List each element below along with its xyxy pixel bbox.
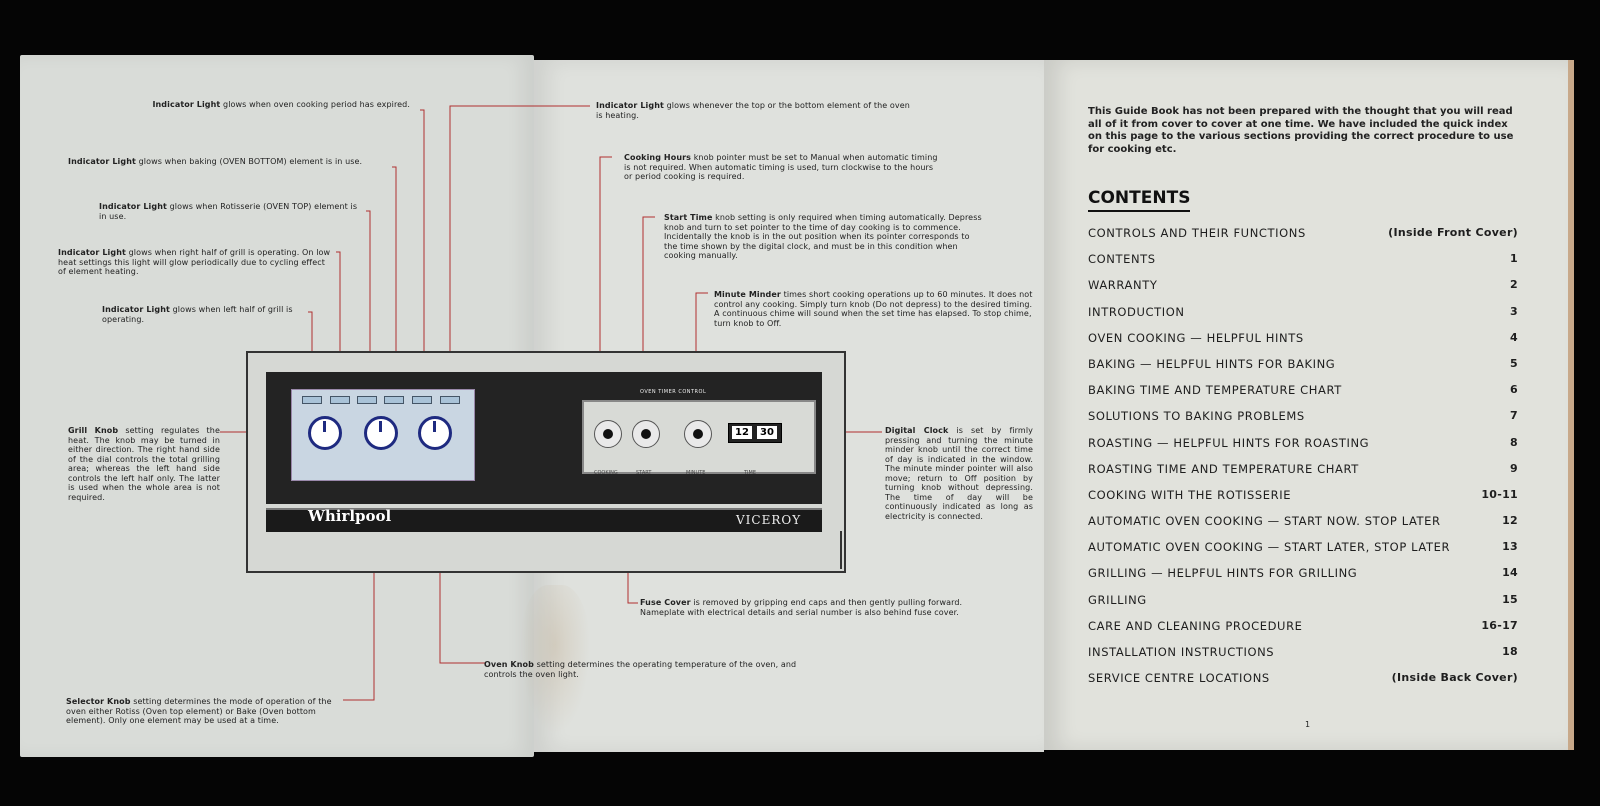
toc-entry-label: AUTOMATIC OVEN COOKING — START NOW. STOP… bbox=[1088, 514, 1441, 529]
toc-entry: COOKING WITH THE ROTISSERIE 10-11 bbox=[1088, 488, 1518, 514]
selector-knob bbox=[364, 416, 398, 450]
toc-entry: CONTROLS AND THEIR FUNCTIONS (Inside Fron… bbox=[1088, 226, 1518, 252]
toc-entry: WARRANTY 2 bbox=[1088, 278, 1518, 304]
clock-hours: 12 bbox=[732, 426, 752, 439]
toc-entry-page: 7 bbox=[1510, 409, 1518, 423]
toc-entry-page: 16-17 bbox=[1481, 618, 1518, 632]
annotation-digital-clock: Digital Clock is set by firmly pressing … bbox=[885, 426, 1033, 521]
toc-entry-label: BAKING — HELPFUL HINTS FOR BAKING bbox=[1088, 356, 1336, 371]
start-time-knob bbox=[632, 420, 660, 448]
toc-entry-label: CONTENTS bbox=[1088, 252, 1156, 267]
indicator-lamp bbox=[357, 396, 377, 404]
annotation-minute-minder: Minute Minder times short cooking operat… bbox=[714, 290, 1033, 328]
right-page bbox=[1044, 60, 1574, 750]
toc-entry-label: BAKING TIME AND TEMPERATURE CHART bbox=[1088, 383, 1342, 398]
annotation-start-time: Start Time knob setting is only required… bbox=[664, 213, 982, 260]
indicator-lamp bbox=[302, 396, 322, 404]
annotation-grill-knob: Grill Knob setting regulates the heat. T… bbox=[68, 426, 220, 502]
brand-logo: Whirlpool bbox=[308, 507, 392, 525]
toc-entry: GRILLING 15 bbox=[1088, 593, 1518, 619]
toc-entry-page: 12 bbox=[1502, 514, 1518, 528]
toc-entry-label: INSTALLATION INSTRUCTIONS bbox=[1088, 645, 1275, 659]
toc-entry-label: ROASTING TIME AND TEMPERATURE CHART bbox=[1088, 461, 1359, 476]
indicator-lamp bbox=[384, 396, 404, 404]
cooking-hours-knob bbox=[594, 420, 622, 448]
toc-entry: ROASTING TIME AND TEMPERATURE CHART 9 bbox=[1088, 462, 1518, 488]
toc-entry: AUTOMATIC OVEN COOKING — START NOW. STOP… bbox=[1088, 514, 1518, 540]
water-stain bbox=[520, 585, 590, 735]
timer-sub-label: MINUTE bbox=[686, 470, 706, 476]
toc-entry-page: 4 bbox=[1510, 330, 1518, 344]
grill-knob bbox=[308, 416, 342, 450]
toc-entry-label: AUTOMATIC OVEN COOKING — START LATER, ST… bbox=[1088, 540, 1451, 555]
toc-entry-label: GRILLING — HELPFUL HINTS FOR GRILLING bbox=[1088, 566, 1358, 581]
toc-entry-label: CONTROLS AND THEIR FUNCTIONS bbox=[1088, 226, 1306, 240]
intro-paragraph: This Guide Book has not been prepared wi… bbox=[1088, 106, 1514, 155]
toc-entry: BAKING TIME AND TEMPERATURE CHART 6 bbox=[1088, 383, 1518, 409]
toc-entry: ROASTING — HELPFUL HINTS FOR ROASTING 8 bbox=[1088, 436, 1518, 462]
timer-panel-label: OVEN TIMER CONTROL bbox=[640, 389, 707, 395]
annotation-cooking-hours: Cooking Hours knob pointer must be set t… bbox=[624, 153, 938, 181]
indicator-lamp bbox=[412, 396, 432, 404]
toc-entry-page: 10-11 bbox=[1481, 487, 1518, 501]
annotation-oven-knob: Oven Knob setting determines the operati… bbox=[484, 660, 797, 679]
toc-entry-label: WARRANTY bbox=[1088, 278, 1158, 293]
annotation-selector-knob: Selector Knob setting determines the mod… bbox=[66, 697, 332, 725]
toc-entry-page: 3 bbox=[1510, 304, 1518, 318]
toc-entry-label: CARE AND CLEANING PROCEDURE bbox=[1088, 618, 1303, 633]
toc-entry-page: 15 bbox=[1502, 592, 1518, 606]
toc-entry-page: 5 bbox=[1510, 356, 1518, 370]
toc-entry: GRILLING — HELPFUL HINTS FOR GRILLING 14 bbox=[1088, 566, 1518, 592]
clock-minutes: 30 bbox=[757, 426, 777, 439]
toc-entry-label: SERVICE CENTRE LOCATIONS bbox=[1088, 671, 1270, 686]
toc-entry-label: INTRODUCTION bbox=[1088, 304, 1185, 319]
timer-sub-label: TIME bbox=[744, 470, 757, 476]
annotation-oven-heating-light: Indicator Light glows whenever the top o… bbox=[596, 101, 910, 120]
annotation-bake-light: Indicator Light glows when baking (OVEN … bbox=[68, 157, 363, 166]
model-name: VICEROY bbox=[736, 513, 802, 527]
indicator-lamp bbox=[330, 396, 350, 404]
stove-side bbox=[246, 531, 248, 569]
toc-entry-page: (Inside Front Cover) bbox=[1388, 226, 1518, 239]
toc-entry-label: COOKING WITH THE ROTISSERIE bbox=[1088, 487, 1292, 502]
toc-entry-page: 2 bbox=[1510, 278, 1518, 292]
digital-clock: 12 30 bbox=[728, 423, 782, 443]
toc-entry-page: (Inside Back Cover) bbox=[1391, 671, 1518, 685]
minute-minder-knob bbox=[684, 420, 712, 448]
oven-door-handle-bar bbox=[266, 508, 822, 532]
toc-entry: INSTALLATION INSTRUCTIONS 18 bbox=[1088, 645, 1518, 671]
toc-entry: INTRODUCTION 3 bbox=[1088, 305, 1518, 331]
toc-entry: CARE AND CLEANING PROCEDURE 16-17 bbox=[1088, 619, 1518, 645]
toc-entry-label: ROASTING — HELPFUL HINTS FOR ROASTING bbox=[1088, 435, 1370, 450]
toc-entry-label: GRILLING bbox=[1088, 592, 1147, 607]
contents-title: CONTENTS bbox=[1088, 188, 1191, 212]
toc-entry-page: 18 bbox=[1502, 645, 1518, 658]
indicator-lamp bbox=[440, 396, 460, 404]
toc-entry-page: 13 bbox=[1502, 540, 1518, 554]
toc-entry-label: SOLUTIONS TO BAKING PROBLEMS bbox=[1088, 409, 1305, 424]
toc-entry: OVEN COOKING — HELPFUL HINTS 4 bbox=[1088, 331, 1518, 357]
stove-side bbox=[840, 531, 842, 569]
toc-entry-page: 8 bbox=[1510, 435, 1518, 449]
toc-entry-page: 14 bbox=[1502, 566, 1518, 580]
toc-entry: BAKING — HELPFUL HINTS FOR BAKING 5 bbox=[1088, 357, 1518, 383]
toc-entry-page: 9 bbox=[1510, 461, 1518, 475]
toc-entry: SERVICE CENTRE LOCATIONS (Inside Back Cov… bbox=[1088, 671, 1518, 697]
toc-entry-label: OVEN COOKING — HELPFUL HINTS bbox=[1088, 330, 1304, 345]
toc-entry: AUTOMATIC OVEN COOKING — START LATER, ST… bbox=[1088, 540, 1518, 566]
toc-entry-page: 1 bbox=[1510, 252, 1518, 266]
oven-knob bbox=[418, 416, 452, 450]
annotation-expired-light: Indicator Light glows when oven cooking … bbox=[152, 100, 410, 109]
timer-sub-label: COOKING bbox=[594, 470, 618, 476]
timer-sub-label: START bbox=[636, 470, 652, 476]
annotation-fuse-cover: Fuse Cover is removed by gripping end ca… bbox=[640, 598, 963, 617]
toc-entry-page: 6 bbox=[1510, 383, 1518, 397]
annotation-left-grill-light: Indicator Light glows when left half of … bbox=[102, 305, 293, 324]
toc-entry: CONTENTS 1 bbox=[1088, 252, 1518, 278]
toc-entry: SOLUTIONS TO BAKING PROBLEMS 7 bbox=[1088, 409, 1518, 435]
annotation-rotisserie-light: Indicator Light glows when Rotisserie (O… bbox=[99, 202, 358, 221]
annotation-right-grill-light: Indicator Light glows when right half of… bbox=[58, 248, 331, 276]
table-of-contents: CONTROLS AND THEIR FUNCTIONS (Inside Fron… bbox=[1088, 226, 1518, 697]
page-number: 1 bbox=[1305, 720, 1311, 729]
